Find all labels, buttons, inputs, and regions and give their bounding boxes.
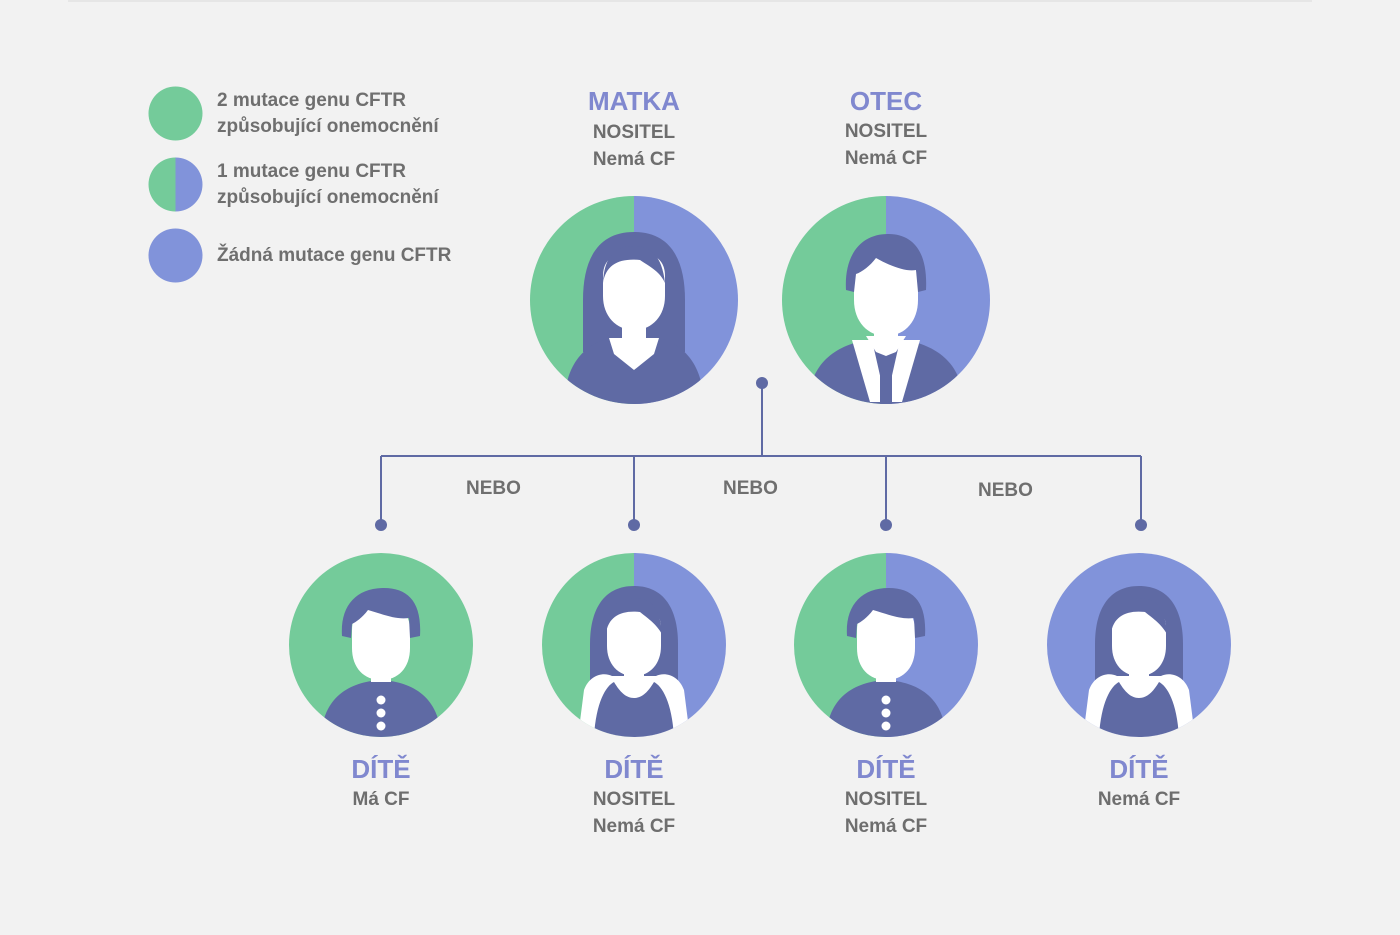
man-icon [808, 234, 964, 404]
legend-two-mutations-icon [148, 86, 203, 141]
child-avatar-2 [542, 553, 726, 737]
child-cf-2: Nemá CF [592, 816, 676, 837]
connector-lines [380, 383, 1142, 525]
or-label: NEBO [723, 478, 778, 499]
legend-item-two-mutations: 2 mutace genu CFTR způsobující onemocněn… [148, 86, 487, 141]
mother-avatar [530, 196, 738, 404]
child-avatar-4 [1047, 553, 1231, 737]
legend-one-mutation-icon [148, 157, 203, 212]
father-cf: Nemá CF [844, 148, 928, 169]
boy-icon [826, 588, 946, 737]
child-cf-3: Nemá CF [844, 816, 928, 837]
father-avatar [782, 196, 990, 404]
or-label: NEBO [466, 478, 521, 499]
legend-no-mutation-icon [148, 228, 203, 283]
child-title-2: DÍTĚ [604, 754, 664, 784]
legend-label: Žádná mutace genu CFTR [217, 244, 452, 266]
child-title-3: DÍTĚ [856, 754, 916, 784]
child-status-1: Má CF [352, 789, 410, 810]
child-avatar-3 [794, 553, 978, 737]
connector-dots [375, 377, 1147, 531]
child-status-2: NOSITEL [592, 789, 676, 810]
boy-icon [321, 588, 441, 737]
mother-title: MATKA [588, 86, 680, 116]
child-title-1: DÍTĚ [351, 754, 411, 784]
mother-cf: Nemá CF [592, 149, 676, 170]
child-status-3: NOSITEL [844, 789, 928, 810]
mother-status: NOSITEL [592, 122, 676, 143]
father-status: NOSITEL [844, 121, 928, 142]
legend-label: 1 mutace genu CFTR způsobující onemocněn… [217, 160, 439, 208]
or-label: NEBO [978, 480, 1033, 501]
girl-icon [1083, 586, 1195, 737]
legend-item-no-mutation: Žádná mutace genu CFTR [148, 228, 487, 283]
top-divider [68, 0, 1312, 2]
child-avatar-1 [289, 553, 473, 737]
child-title-4: DÍTĚ [1109, 754, 1169, 784]
child-status-4: Nemá CF [1097, 789, 1181, 810]
girl-icon [578, 586, 690, 737]
legend-label: 2 mutace genu CFTR způsobující onemocněn… [217, 89, 439, 137]
legend-item-one-mutation: 1 mutace genu CFTR způsobující onemocněn… [148, 157, 487, 212]
woman-icon [564, 232, 704, 404]
father-title: OTEC [849, 86, 923, 116]
